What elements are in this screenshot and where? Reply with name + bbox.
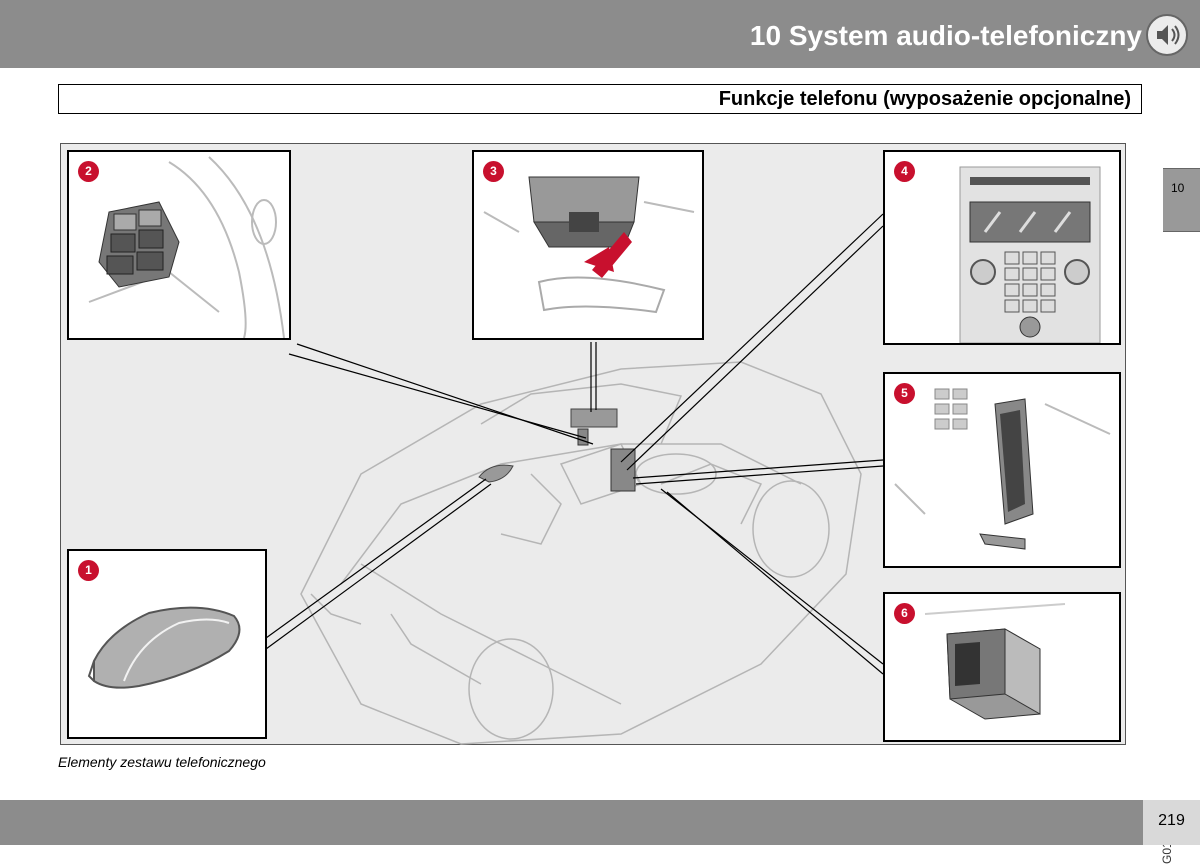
callout-badge: 6 [894,603,915,624]
chapter-title: 10 System audio-telefoniczny [749,20,1142,51]
footer-bar [0,800,1143,845]
speaker-icon [1146,14,1188,56]
section-header: Funkcje telefonu (wyposażenie opcjonalne… [58,84,1142,114]
antenna-icon [87,606,241,689]
chapter-tab[interactable]: 10 [1163,168,1200,232]
center-console-keypad-icon [959,166,1101,343]
car-illustration [265,213,884,745]
figure-caption: Elementy zestawu telefonicznego [58,754,266,770]
section-title: Funkcje telefonu (wyposażenie opcjonalne… [718,88,1131,110]
page-number-box: 219 [1143,800,1200,845]
callout-badge: 1 [78,560,99,581]
inset-center-console: 4 [883,150,1121,345]
header-bar: 10 System audio-telefoniczny [0,0,1200,68]
inset-antenna: 1 [67,549,267,739]
steering-wheel-keypad-icon [88,156,285,338]
inset-telephone-module: 6 [883,592,1121,742]
telephone-module-icon [924,603,1066,720]
callout-badge: 5 [894,383,915,404]
callout-badge: 4 [894,161,915,182]
chapter-tab-label: 10 [1171,181,1185,195]
inset-phone-handset: 5 [883,372,1121,568]
inset-steering-wheel-keypad: 2 [67,150,291,340]
callout-badge: 3 [483,161,504,182]
phone-handset-icon [894,388,1111,550]
callout-badge: 2 [78,161,99,182]
microphone-icon [483,176,695,314]
phone-components-illustration: 2 3 4 [60,143,1174,864]
page-number: 219 [1158,812,1185,829]
inset-microphone: 3 [472,150,704,340]
